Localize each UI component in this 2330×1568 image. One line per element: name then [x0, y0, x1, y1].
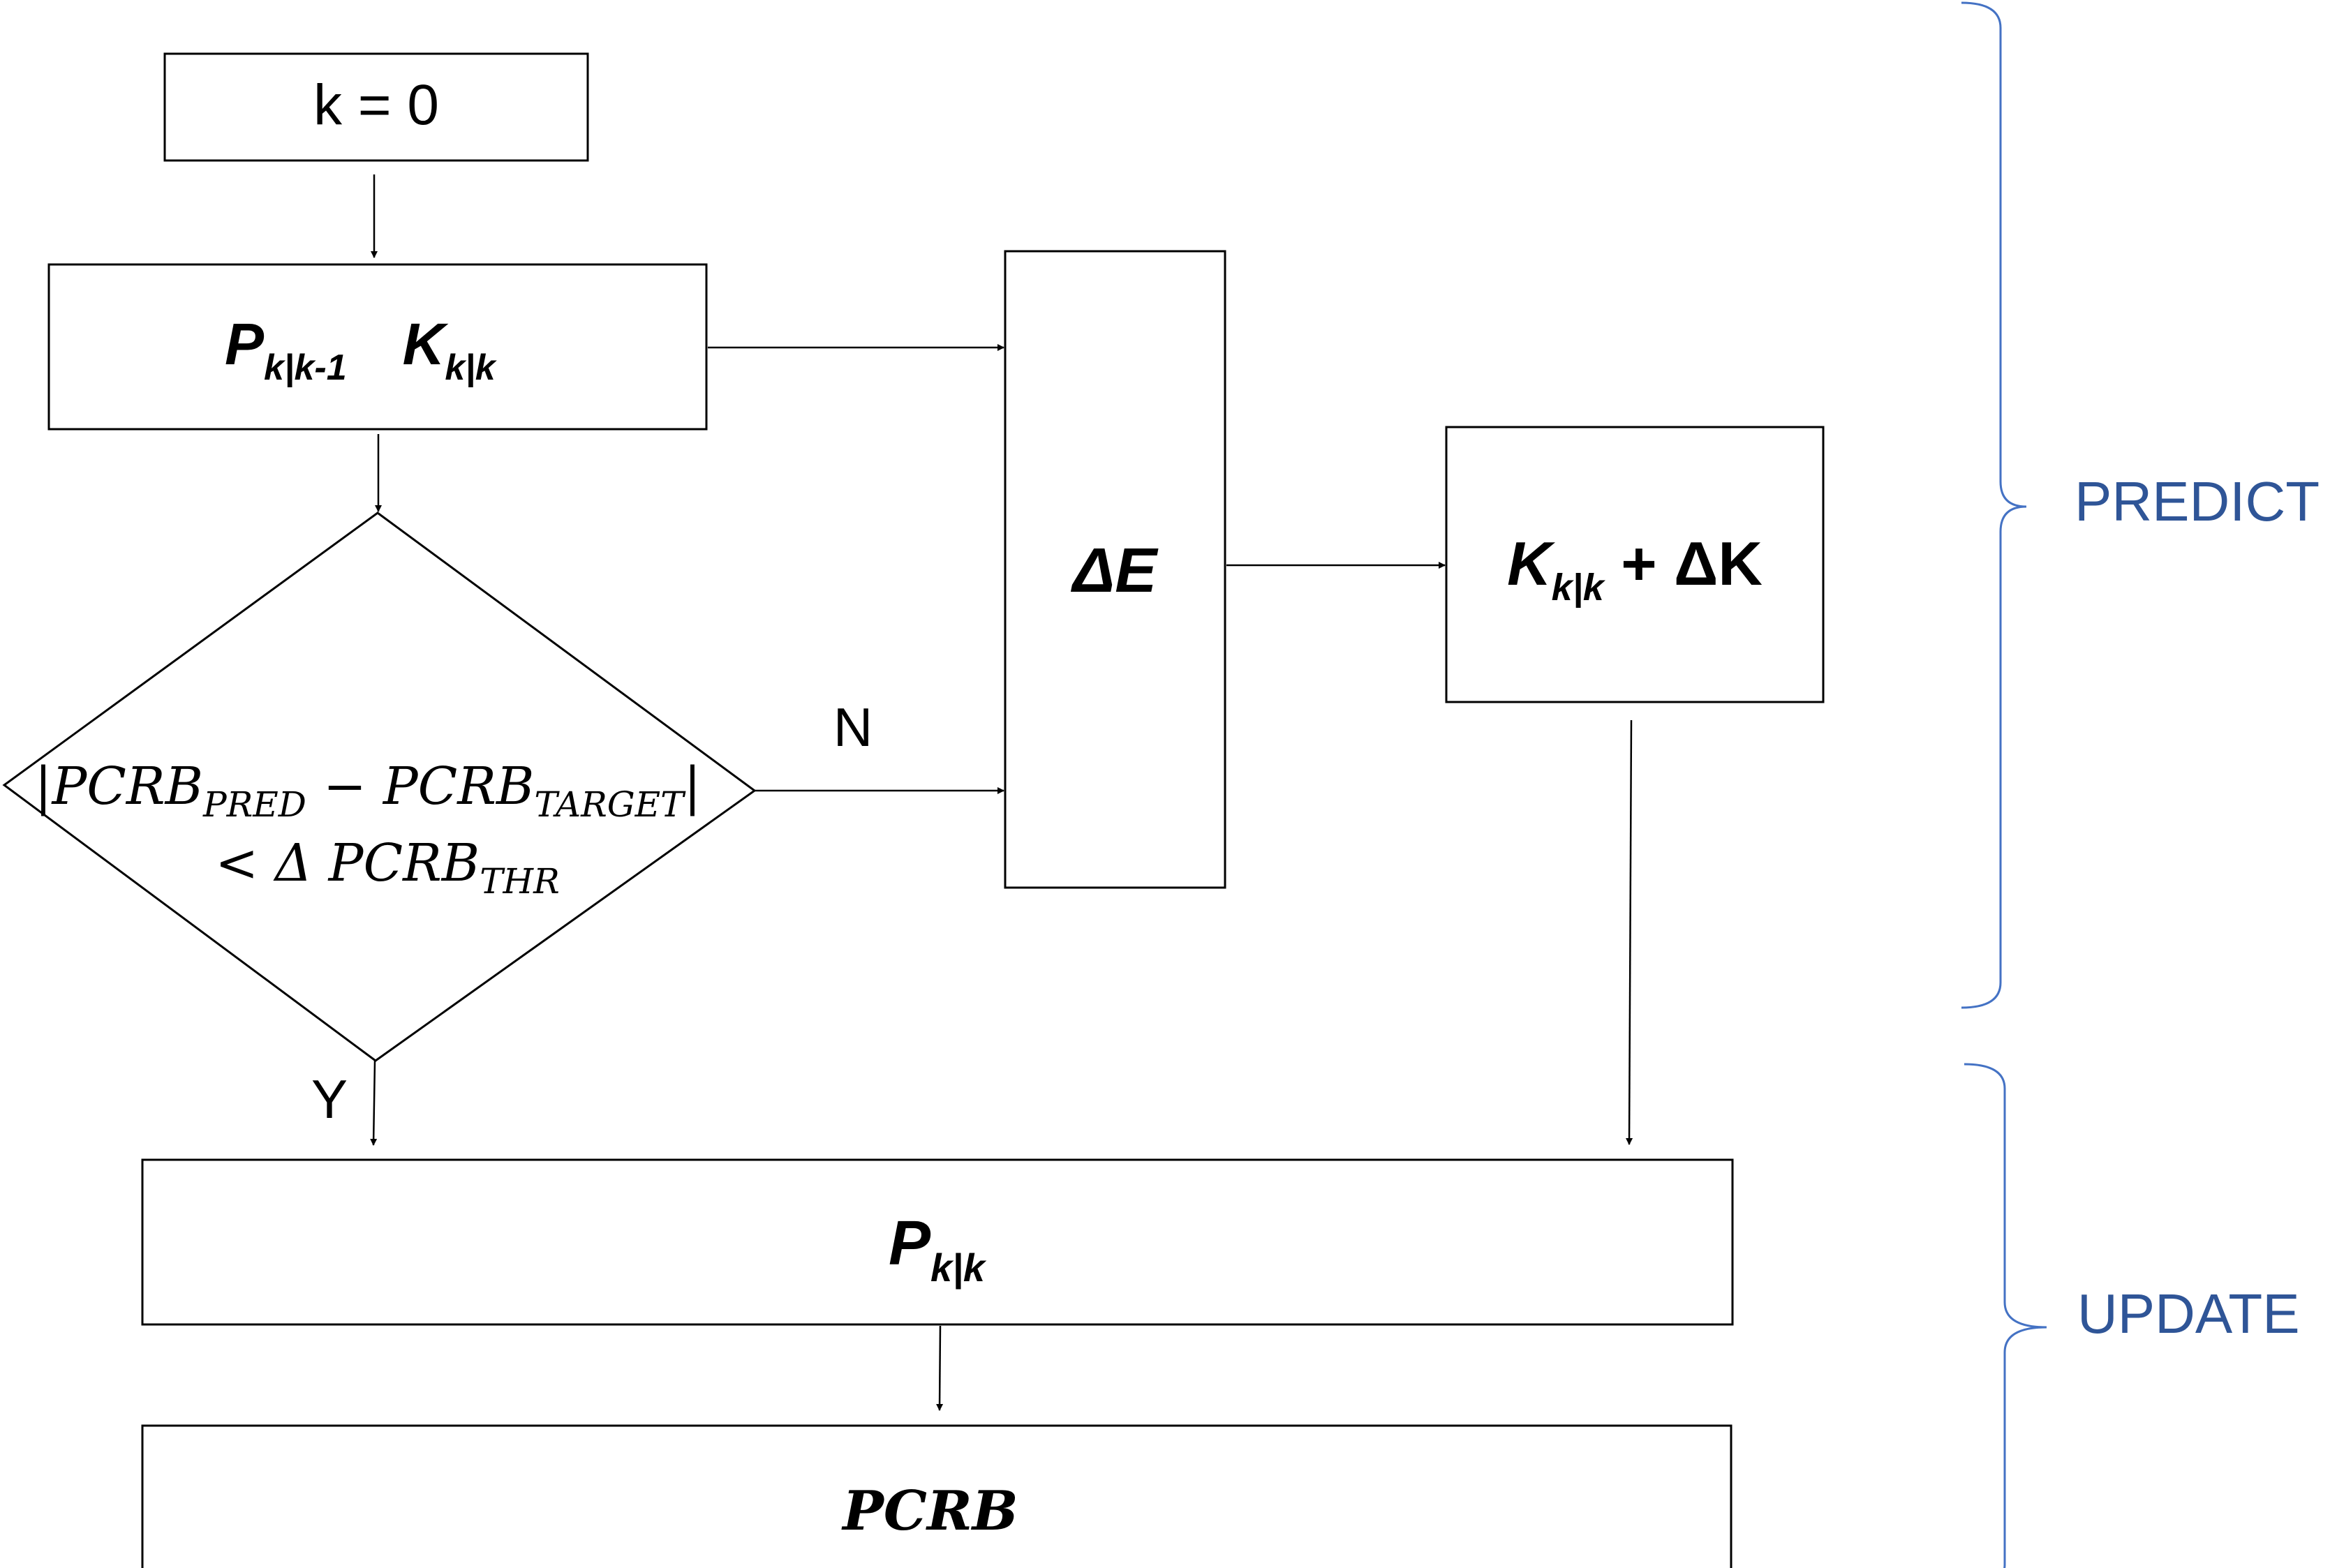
arrow-decision-yes: [370, 1060, 378, 1146]
delta-e-box: ΔE: [1004, 250, 1226, 889]
arrow-k-update-to-p-update: [1626, 719, 1633, 1145]
pcrb-box: PCRB: [141, 1424, 1732, 1568]
p-update-label: Pk|k: [889, 1209, 987, 1290]
p-update-box: Pk|k: [141, 1158, 1734, 1326]
connectors: [370, 174, 1633, 1411]
pcrb-label: PCRB: [841, 1479, 1018, 1543]
predict-brace: [1961, 1, 2027, 1009]
decision-condition-line1: |PCRBPRED−PCRBTARGET|: [35, 756, 702, 825]
init-box: k = 0: [163, 52, 589, 162]
phase-label-update: UPDATE: [2077, 1283, 2300, 1345]
delta-e-label: ΔE: [1071, 536, 1159, 606]
decision-condition-line2: < Δ PCRBTHR: [215, 833, 560, 902]
phase-label-predict: PREDICT: [2075, 470, 2320, 532]
edge-label-no: N: [833, 696, 873, 758]
init-label: k = 0: [313, 73, 439, 137]
k-update-label: Kk|k + ΔK: [1507, 529, 1763, 608]
update-brace: [1964, 1063, 2047, 1568]
k-update-box: Kk|k + ΔK: [1445, 426, 1825, 703]
edge-label-yes: Y: [311, 1068, 348, 1130]
decision-diamond: |PCRBPRED−PCRBTARGET| < Δ PCRBTHR: [2, 512, 757, 1062]
